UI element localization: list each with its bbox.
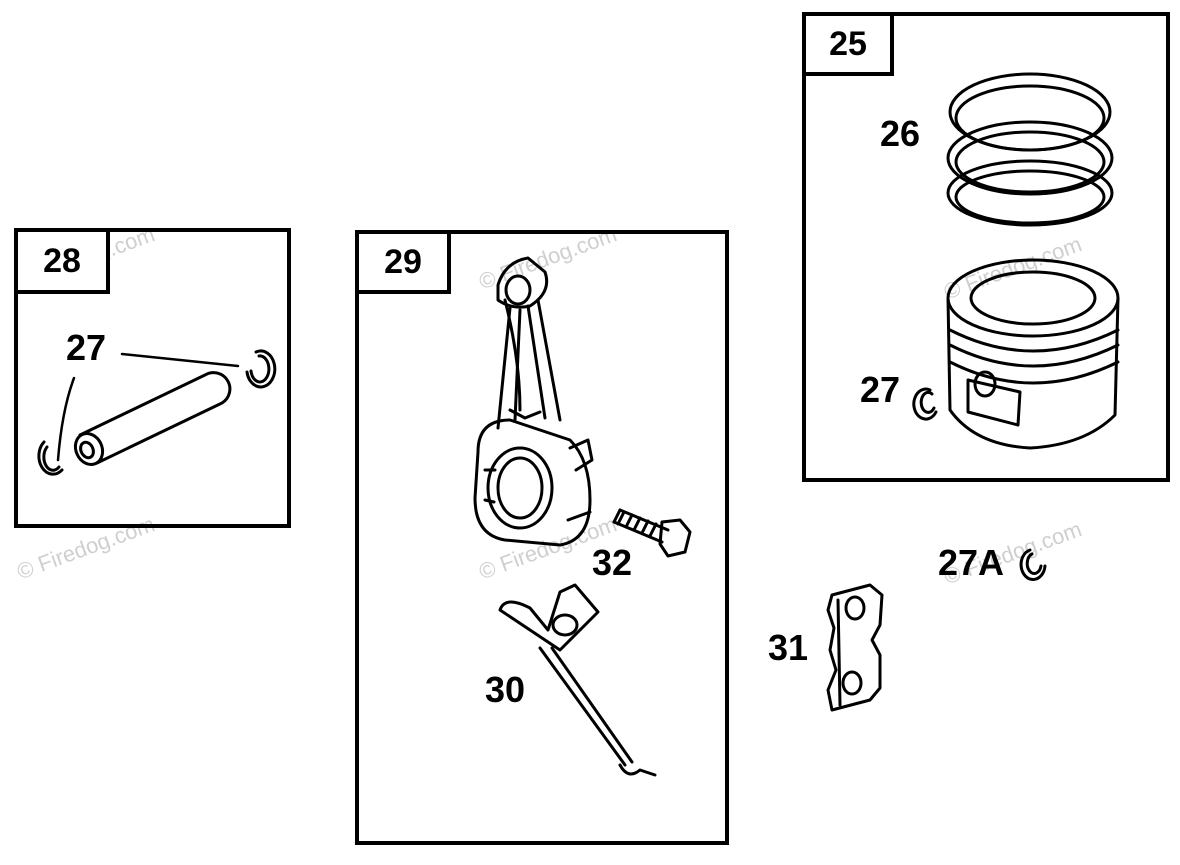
leader-lines-28 [56, 352, 240, 462]
connecting-rod [473, 256, 594, 547]
oil-dipper [498, 583, 657, 777]
piston-pin [73, 371, 232, 467]
callout-32-bolt: 32 [592, 542, 633, 583]
piston [946, 258, 1120, 450]
kit-28-frame: 28 [14, 228, 291, 528]
callout-31-lock-plate: 31 [768, 627, 809, 668]
kit-29-tag: 29 [355, 230, 451, 294]
callout-30-dipper: 30 [485, 669, 526, 710]
pin-clip-left [37, 440, 64, 476]
rod-bolt [612, 508, 692, 558]
pin-clip-right [245, 349, 277, 389]
kit-25-tag: 25 [802, 12, 894, 76]
kit-28-tag: 28 [14, 228, 110, 294]
kit-25-frame: 25 [802, 12, 1170, 482]
callout-27-piston-clip: 27 [860, 369, 901, 410]
callout-27-pin-clip: 27 [66, 327, 107, 368]
lock-plate [826, 583, 884, 712]
clip-27a [1019, 548, 1047, 581]
piston-clip [912, 387, 938, 421]
callout-26-rings: 26 [880, 113, 921, 154]
kit-29-frame: 29 [355, 230, 729, 845]
piston-rings [946, 72, 1114, 227]
callout-27a-clip: 27A [938, 542, 1005, 583]
